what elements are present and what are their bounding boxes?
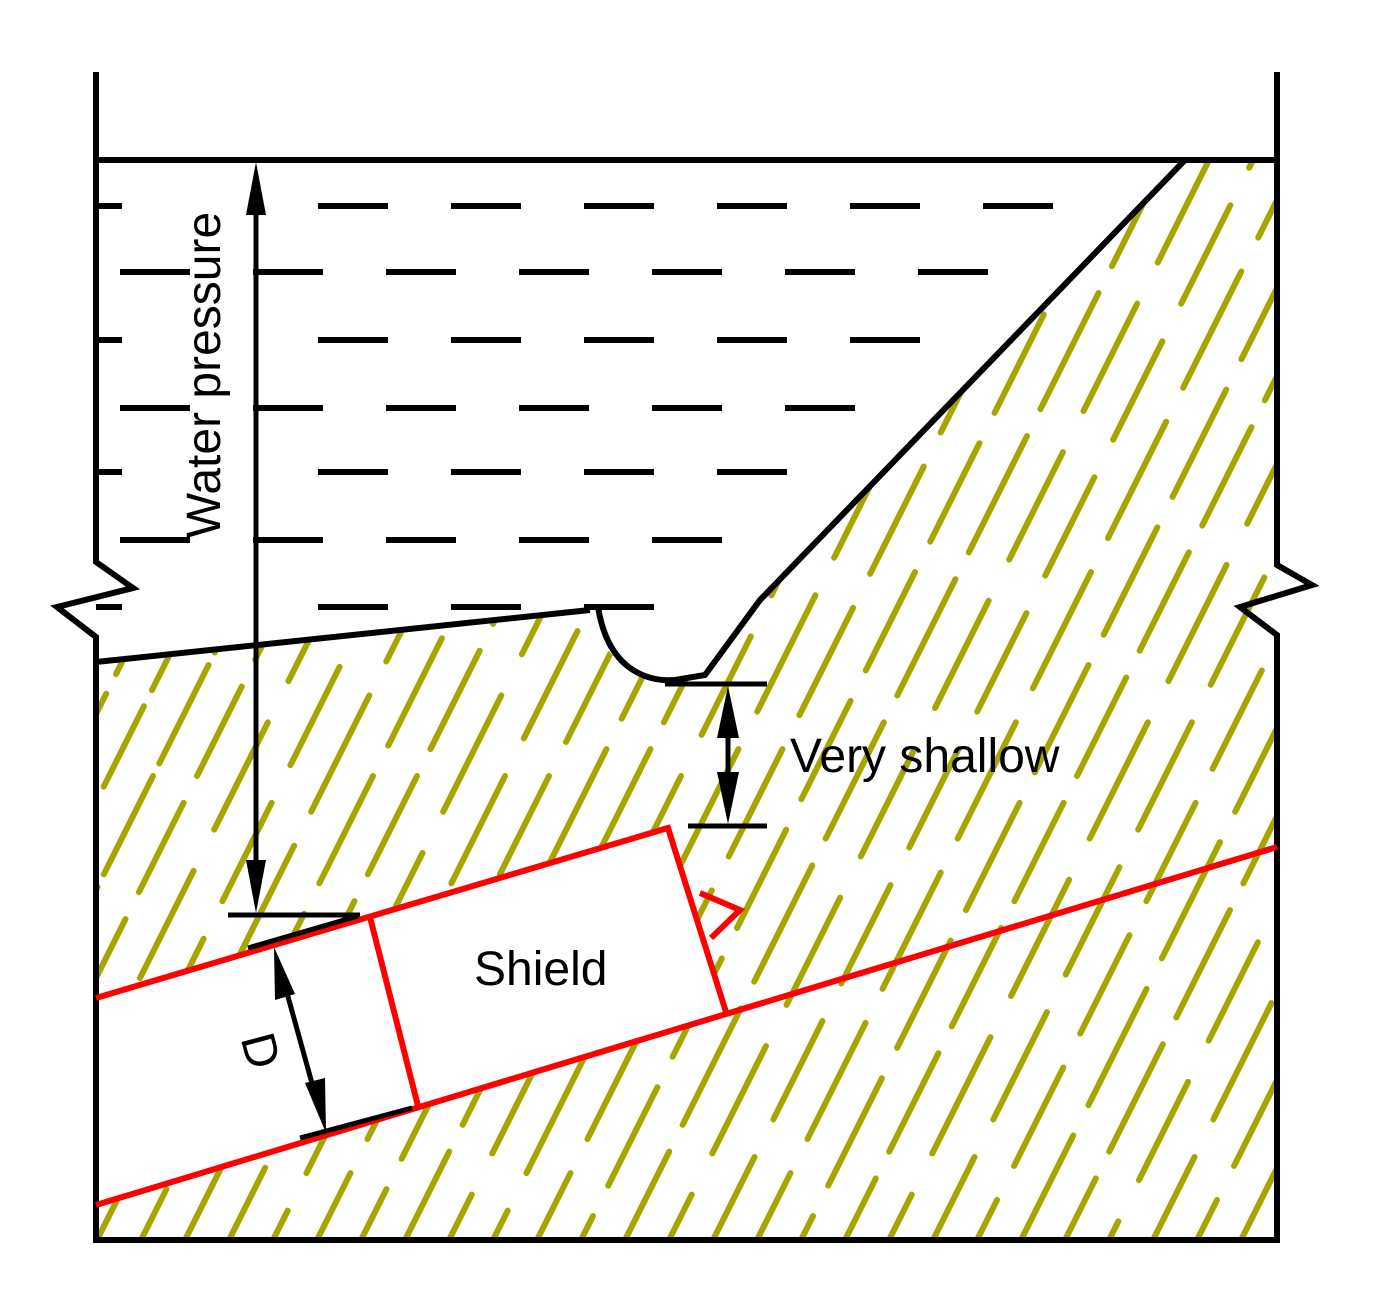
hatch-line (749, 47, 1355, 1253)
arrow-down-icon (717, 772, 739, 824)
arrow-down-icon (305, 1078, 326, 1133)
cutter-head (698, 890, 746, 941)
frame (50, 72, 1320, 1243)
diameter-label: D (230, 1027, 290, 1074)
tunnel-bottom-line (95, 844, 1278, 1208)
hatch-line (837, 177, 1373, 1253)
hatch-line (1013, 529, 1373, 1253)
hatch-line (925, 353, 1373, 1253)
hatch-line (89, 47, 695, 1253)
hatch-line (265, 47, 871, 1253)
arrow-down-icon (246, 860, 266, 913)
soil-hatching (0, 47, 1373, 1253)
water-dashes (96, 203, 1053, 610)
tunnel-shield (95, 824, 1278, 1208)
hatch-line (573, 47, 1179, 1253)
hatch-line (0, 47, 563, 1177)
arrow-up-icon (274, 947, 295, 1000)
very-shallow-label: Very shallow (790, 730, 1060, 783)
hatch-line (441, 47, 1047, 1253)
hatch-line (881, 265, 1373, 1253)
riverbed-profile (95, 157, 1188, 684)
hatch-line (0, 47, 211, 473)
shield-tail-line (367, 916, 421, 1107)
tunnel-top-line (95, 824, 729, 1013)
hatch-line (1057, 617, 1373, 1253)
hatch-line (177, 47, 783, 1253)
hatch-line (485, 47, 1091, 1253)
arrow-up-icon (717, 686, 739, 738)
hatch-line (0, 47, 431, 913)
hatch-line (1, 47, 607, 1253)
hatch-line (0, 47, 255, 561)
hatch-line (0, 47, 475, 1001)
hatch-line (0, 47, 123, 297)
hatch-line (1145, 793, 1373, 1253)
hatch-line (661, 47, 1267, 1253)
water-pressure-label: Water pressure (178, 212, 231, 538)
hatch-line (0, 47, 167, 385)
hatch-line (0, 47, 343, 737)
hatch-line (705, 47, 1311, 1253)
hatch-line (617, 47, 1223, 1253)
hatch-line (397, 47, 1003, 1253)
hatch-line (221, 47, 827, 1253)
hatch-line (0, 47, 299, 649)
hatch-line (353, 47, 959, 1253)
hatch-line (45, 47, 651, 1253)
shield-label: Shield (474, 943, 607, 996)
arrow-up-icon (246, 162, 266, 215)
hatch-line (793, 89, 1373, 1253)
hatch-line (0, 47, 387, 825)
water-pressure-dimension (228, 190, 360, 918)
hatch-line (529, 47, 1135, 1253)
hatch-line (1233, 969, 1373, 1253)
hatch-line (133, 47, 739, 1253)
left-boundary-break (50, 72, 1320, 1243)
